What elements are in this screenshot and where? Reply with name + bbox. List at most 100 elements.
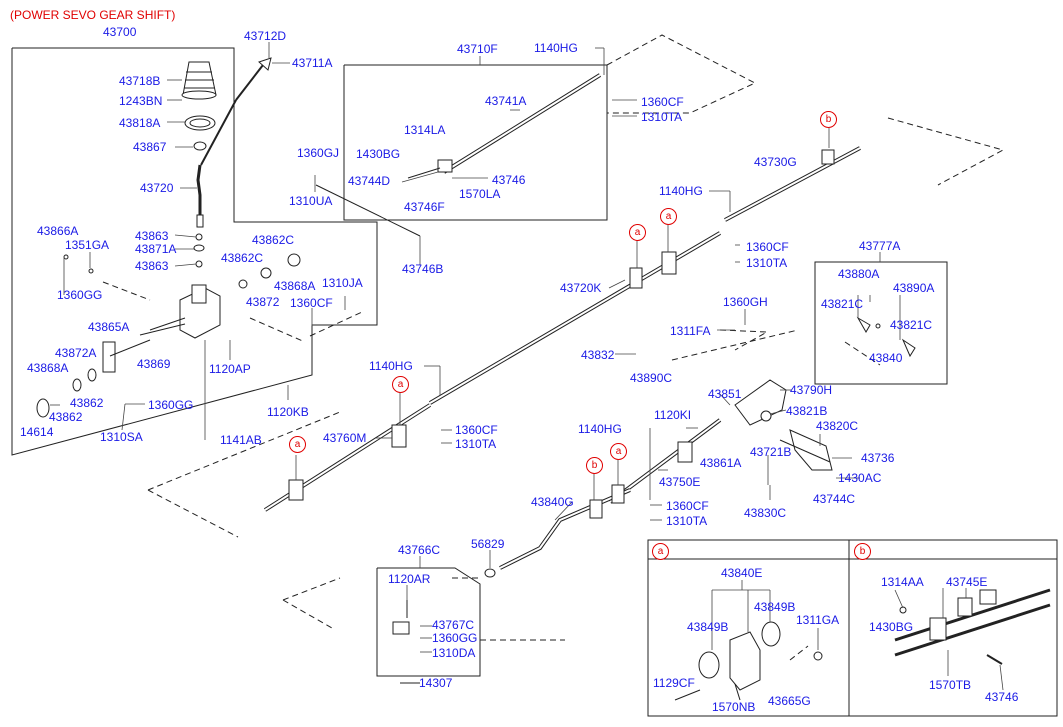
part-label[interactable]: 1120AP [209,362,251,376]
part-label[interactable]: 43863 [135,259,169,273]
part-label[interactable]: 43750E [659,475,701,489]
part-label[interactable]: 1310DA [432,646,476,660]
part-label[interactable]: 1310UA [289,194,333,208]
part-label[interactable]: 1140HG [369,359,413,373]
part-label[interactable]: 43862 [49,410,83,424]
part-label[interactable]: 1570TB [929,678,972,692]
part-label[interactable]: 1120KI [654,408,692,422]
part-label[interactable]: 1430AC [838,471,882,485]
part-label[interactable]: 1360GG [148,398,194,412]
part-label[interactable]: 43868A [27,361,69,375]
part-label[interactable]: 43711A [292,56,333,70]
part-label[interactable]: 1310TA [455,437,497,451]
part-label[interactable]: 43721B [750,445,792,459]
part-label[interactable]: 43700 [103,25,137,39]
part-label[interactable]: 43862 [70,396,104,410]
part-label[interactable]: 43777A [859,239,901,253]
part-label[interactable]: 43821C [821,297,864,311]
part-label[interactable]: 43820C [816,419,859,433]
part-label[interactable]: 43862C [221,251,264,265]
part-label[interactable]: 56829 [471,537,505,551]
part-label[interactable]: 1310TA [641,110,683,124]
part-label[interactable]: 43720 [140,181,174,195]
part-label[interactable]: 43746B [402,262,444,276]
part-label[interactable]: 43718B [119,74,161,88]
part-label[interactable]: 1360CF [746,240,789,254]
part-label[interactable]: 43890C [630,371,673,385]
part-label[interactable]: 1430BG [356,147,401,161]
part-label[interactable]: 43866A [37,224,79,238]
part-label[interactable]: 1310TA [666,514,708,528]
part-label[interactable]: 1310SA [100,430,143,444]
part-label[interactable]: 1314LA [404,123,446,137]
part-label[interactable]: 43840 [869,351,903,365]
part-label[interactable]: 43849B [687,620,729,634]
part-label[interactable]: 1360CF [290,296,333,310]
part-label[interactable]: 43736 [861,451,895,465]
part-label[interactable]: 43840G [531,495,574,509]
part-label[interactable]: 43720K [560,281,602,295]
part-label[interactable]: 43880A [838,267,880,281]
part-label[interactable]: 1430BG [869,620,914,634]
part-label[interactable]: 43872A [55,346,97,360]
part-label[interactable]: 1360CF [666,499,709,513]
part-label[interactable]: 14614 [20,425,54,439]
part-label[interactable]: 43863 [135,229,169,243]
part-label[interactable]: 43790H [790,383,833,397]
part-label[interactable]: 1570LA [459,187,501,201]
part-label[interactable]: 1360GG [432,631,478,645]
part-label[interactable]: 43832 [581,348,615,362]
part-label[interactable]: 43741A [485,94,527,108]
part-label[interactable]: 1141AB [220,433,262,447]
part-label[interactable]: 1360GH [723,295,768,309]
part-label[interactable]: 1120KB [267,405,309,419]
part-label[interactable]: 43890A [893,281,935,295]
part-label[interactable]: 43861A [700,456,742,470]
part-label[interactable]: 43851 [708,387,742,401]
part-label[interactable]: 1311GA [796,613,840,627]
part-label[interactable]: 1129CF [653,676,695,690]
part-label[interactable]: 43867 [133,140,167,154]
part-label[interactable]: 43840E [721,566,763,580]
part-label[interactable]: 43760M [323,431,367,445]
part-label[interactable]: 43665G [768,694,811,708]
part-label[interactable]: 1140HG [659,184,703,198]
part-label[interactable]: 1360GJ [297,146,340,160]
part-label[interactable]: 1570NB [712,700,756,714]
part-label[interactable]: 43730G [754,155,797,169]
part-label[interactable]: 1243BN [119,94,163,108]
part-label[interactable]: 1360GG [57,288,103,302]
part-label[interactable]: 43746F [404,200,445,214]
part-label[interactable]: 1360CF [641,95,684,109]
part-label[interactable]: 43744C [813,492,856,506]
part-label[interactable]: 43869 [137,357,171,371]
part-label[interactable]: 1140HG [534,41,578,55]
part-label[interactable]: 43865A [88,320,130,334]
part-label[interactable]: 14307 [419,676,453,690]
part-label[interactable]: 43746 [985,690,1019,704]
part-label[interactable]: 43868A [274,279,316,293]
part-label[interactable]: 43821C [890,318,933,332]
part-label[interactable]: 43862C [252,233,295,247]
part-label[interactable]: 1351GA [65,238,110,252]
part-label[interactable]: 43818A [119,116,161,130]
part-label[interactable]: 1310TA [746,256,788,270]
part-label[interactable]: 1120AR [388,572,431,586]
part-label[interactable]: 43821B [786,404,828,418]
part-label[interactable]: 43849B [754,600,796,614]
part-label[interactable]: 43746 [492,173,526,187]
part-label[interactable]: 1314AA [881,575,924,589]
part-label[interactable]: 1140HG [578,422,622,436]
part-label[interactable]: 1311FA [670,324,711,338]
part-label[interactable]: 43745E [946,575,988,589]
part-label[interactable]: 1310JA [322,276,363,290]
part-label[interactable]: 43872 [246,295,280,309]
part-label[interactable]: 43830C [744,506,787,520]
part-label[interactable]: 1360CF [455,423,498,437]
part-label[interactable]: 43767C [432,618,475,632]
part-label[interactable]: 43871A [135,242,177,256]
part-label[interactable]: 43710F [457,42,498,56]
part-label[interactable]: 43766C [398,543,441,557]
part-label[interactable]: 43744D [348,174,391,188]
part-label[interactable]: 43712D [244,29,287,43]
